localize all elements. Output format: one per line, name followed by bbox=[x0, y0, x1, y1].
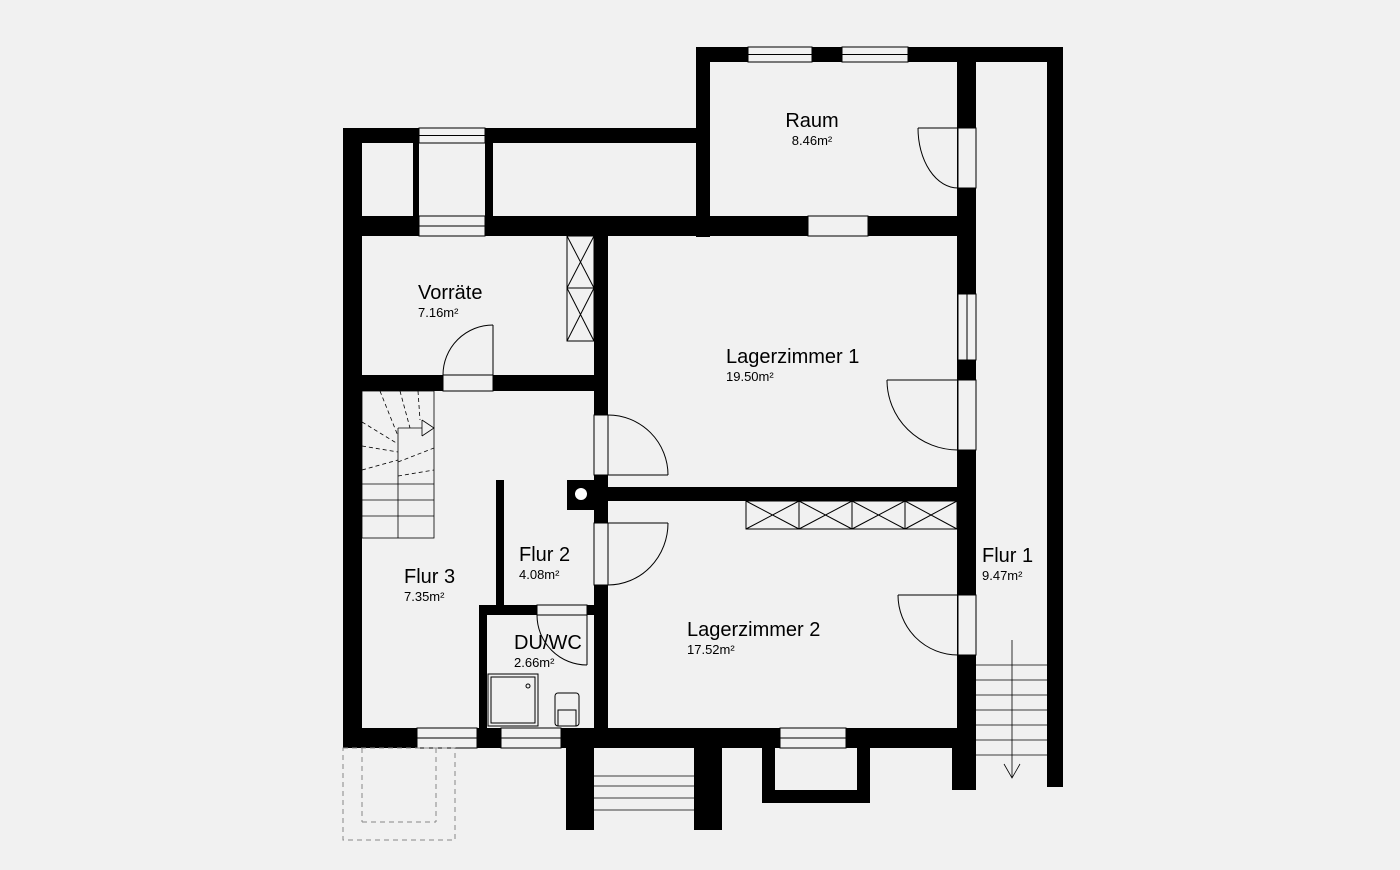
room-du-wc: DU/WC 2.66m² bbox=[514, 632, 582, 670]
room-area: 7.35m² bbox=[404, 589, 445, 604]
room-raum: Raum 8.46m² bbox=[785, 110, 838, 148]
room-name: Flur 2 bbox=[519, 544, 570, 566]
room-flur-2: Flur 2 4.08m² bbox=[519, 544, 570, 582]
room-area: 4.08m² bbox=[519, 567, 560, 582]
room-name: Flur 1 bbox=[982, 545, 1033, 567]
shelves bbox=[566, 235, 958, 530]
room-name: Lagerzimmer 2 bbox=[687, 619, 820, 641]
toilet-icon bbox=[554, 692, 580, 727]
room-flur-3: Flur 3 7.35m² bbox=[404, 566, 455, 604]
stair-flur-1 bbox=[976, 640, 1047, 779]
room-name: Lagerzimmer 1 bbox=[726, 346, 859, 368]
room-area: 8.46m² bbox=[792, 133, 833, 148]
room-flur-1: Flur 1 9.47m² bbox=[982, 545, 1033, 583]
room-area: 9.47m² bbox=[982, 568, 1023, 583]
windows bbox=[416, 46, 977, 749]
room-lagerzimmer-1: Lagerzimmer 1 19.50m² bbox=[726, 346, 859, 384]
doors bbox=[442, 127, 977, 666]
room-name: Vorräte bbox=[418, 282, 482, 304]
room-area: 17.52m² bbox=[687, 642, 735, 657]
room-lagerzimmer-2: Lagerzimmer 2 17.52m² bbox=[687, 619, 820, 657]
room-name: Raum bbox=[785, 110, 838, 132]
chimney-icon bbox=[575, 488, 587, 500]
room-name: Flur 3 bbox=[404, 566, 455, 588]
room-vorraete: Vorräte 7.16m² bbox=[418, 282, 482, 320]
room-area: 19.50m² bbox=[726, 369, 774, 384]
stair-flur-3 bbox=[361, 390, 435, 539]
room-area: 2.66m² bbox=[514, 655, 555, 670]
room-area: 7.16m² bbox=[418, 305, 459, 320]
terrace-outline bbox=[342, 747, 456, 841]
shower-icon bbox=[487, 673, 539, 727]
entrance-steps bbox=[594, 775, 694, 811]
room-name: DU/WC bbox=[514, 632, 582, 654]
